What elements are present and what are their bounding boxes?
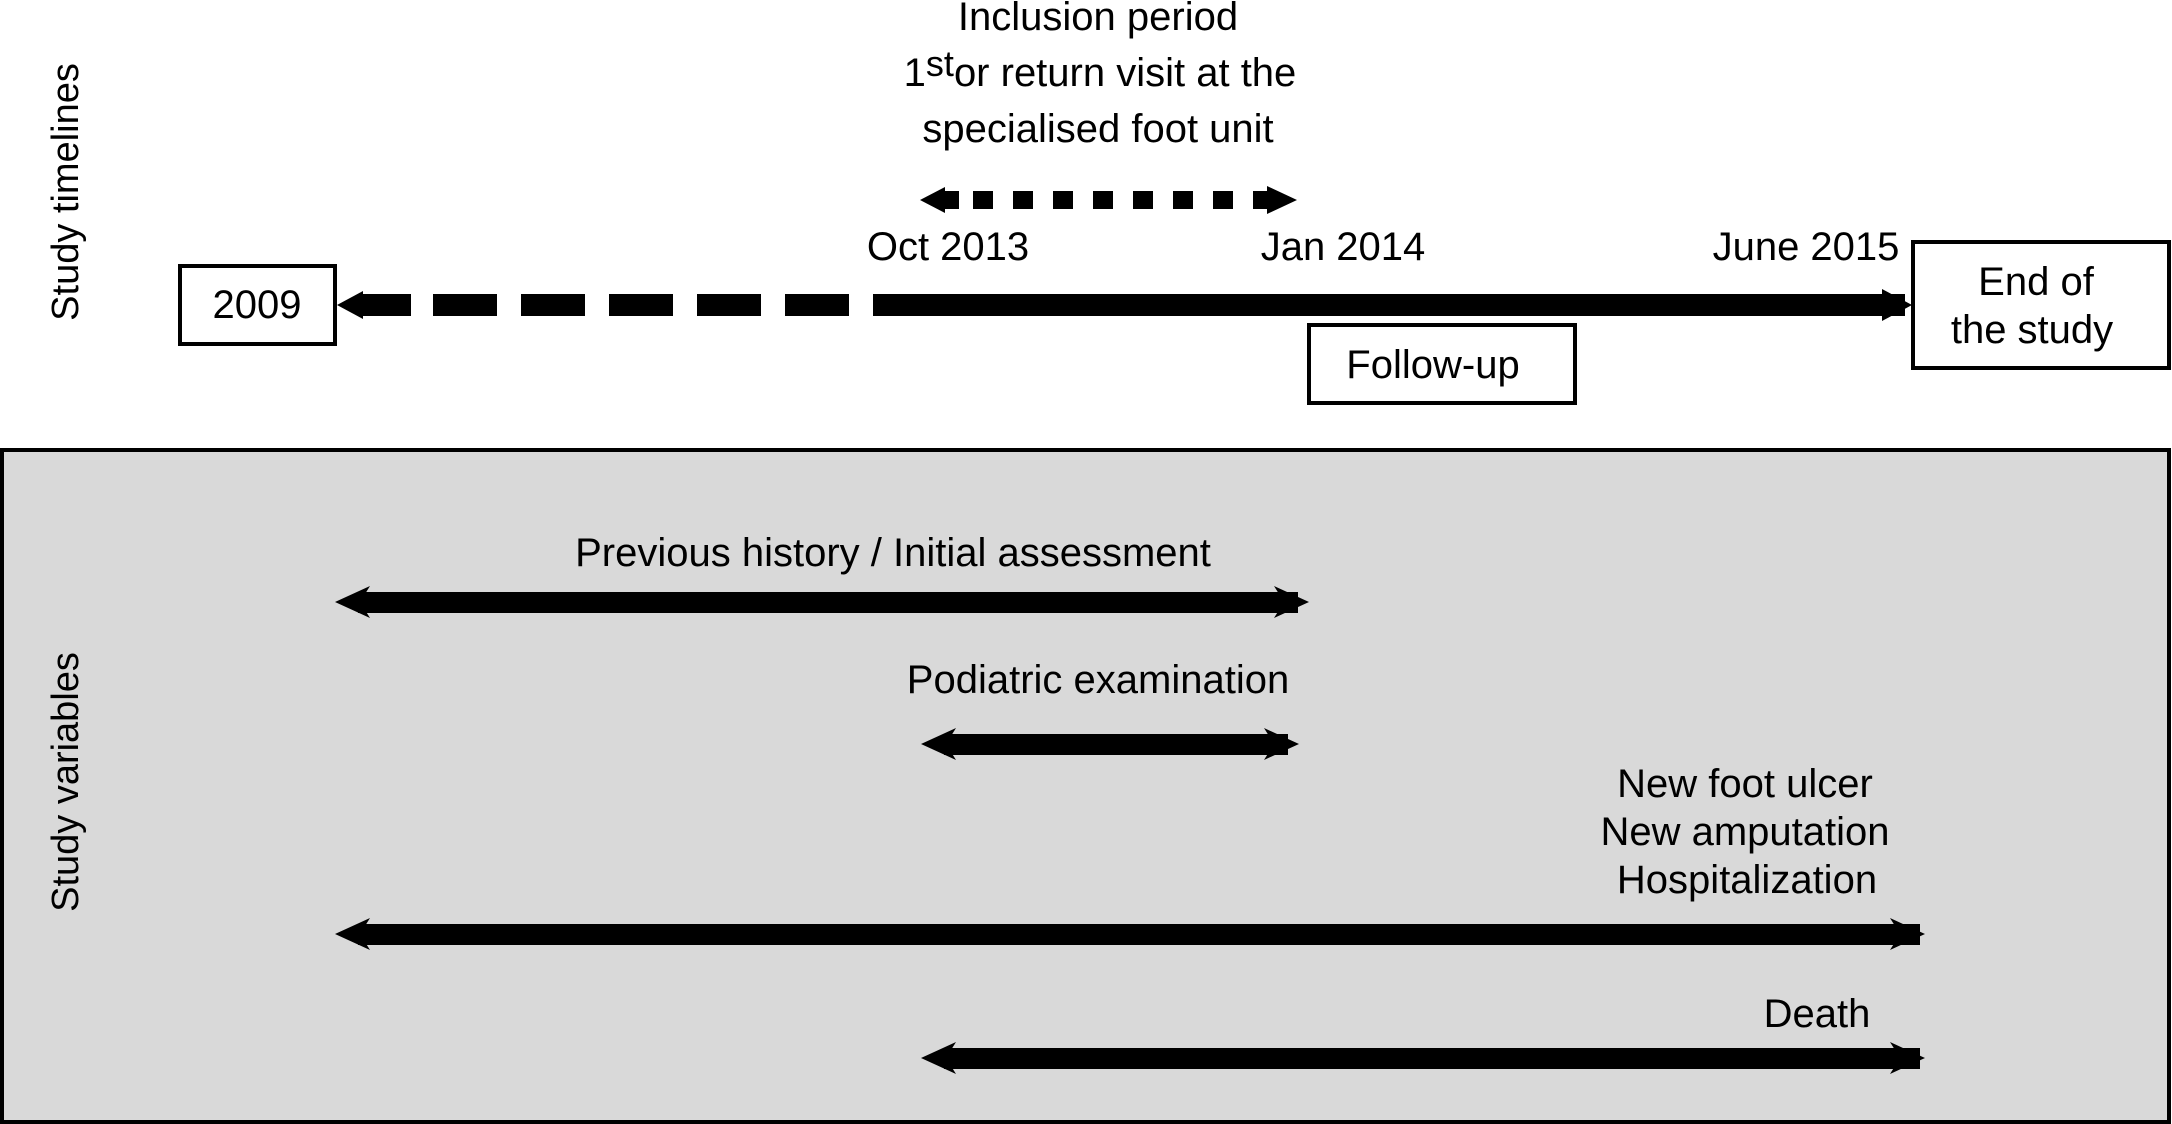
retrospective-timeline <box>337 291 920 319</box>
follow-up-label: Follow-up <box>1346 343 1519 387</box>
podiatric-arrow <box>921 728 1299 760</box>
outcome-hospitalization: Hospitalization <box>1617 858 1877 902</box>
prospective-timeline <box>920 289 1912 321</box>
inclusion-dash <box>1093 191 1113 209</box>
inclusion-unit-line: specialised foot unit <box>922 107 1273 151</box>
outcome-new-amputation: New amputation <box>1600 810 1889 854</box>
podiatric-arrow-right-head <box>1264 728 1299 760</box>
death-arrow-shaft <box>944 1048 1920 1069</box>
inclusion-dash <box>1173 191 1193 209</box>
history-arrow <box>335 586 1309 618</box>
inclusion-visit-rest: or return visit at the <box>954 51 1296 95</box>
inclusion-visit-prefix: 1 <box>904 51 926 95</box>
date-jan-2014: Jan 2014 <box>1261 225 1426 269</box>
inclusion-dash <box>1133 191 1153 209</box>
study-variables-panel <box>0 448 2171 1124</box>
podiatric-arrow-shaft <box>944 734 1288 755</box>
timeline-dash <box>873 294 920 316</box>
inclusion-arrow-left-head <box>920 187 945 213</box>
outcomes-arrow-shaft <box>358 924 1920 945</box>
timeline-dash <box>609 294 673 316</box>
end-of-study-line1: End of <box>1978 260 2095 304</box>
start-year-label: 2009 <box>213 283 302 327</box>
inclusion-visit-superscript: st <box>926 43 954 84</box>
date-june-2015: June 2015 <box>1713 225 1900 269</box>
inclusion-dash <box>945 191 959 209</box>
outcomes-arrow-right-head <box>1890 918 1925 950</box>
inclusion-visit-line: 1stor return visit at the <box>904 43 1297 95</box>
timeline-dash <box>433 294 497 316</box>
inclusion-dash <box>1013 191 1033 209</box>
timelines-section-label: Study timelines <box>45 63 87 321</box>
podiatric-label: Podiatric examination <box>907 658 1289 702</box>
end-of-study-line2: the study <box>1951 308 2113 352</box>
inclusion-period-arrow <box>920 186 1297 214</box>
outcome-new-foot-ulcer: New foot ulcer <box>1617 762 1873 806</box>
variables-section-label: Study variables <box>45 652 87 912</box>
outcomes-arrow <box>335 918 1925 950</box>
date-oct-2013: Oct 2013 <box>867 225 1029 269</box>
timeline-dash <box>697 294 761 316</box>
history-label: Previous history / Initial assessment <box>575 531 1211 575</box>
history-arrow-shaft <box>358 592 1298 613</box>
death-label: Death <box>1764 992 1871 1036</box>
end-of-study-box <box>1911 240 2171 370</box>
inclusion-arrow-right-head <box>1267 186 1297 214</box>
inclusion-dash <box>973 191 993 209</box>
start-year-box <box>178 264 337 346</box>
inclusion-dash <box>1253 191 1267 209</box>
inclusion-dash <box>1053 191 1073 209</box>
history-arrow-right-head <box>1274 586 1309 618</box>
timeline-dash <box>785 294 849 316</box>
timeline-dash <box>363 294 411 316</box>
death-arrow <box>921 1042 1925 1074</box>
timeline-solid-line <box>920 294 1905 316</box>
timeline-dash <box>521 294 585 316</box>
follow-up-box <box>1307 323 1577 405</box>
inclusion-dash <box>1213 191 1233 209</box>
inclusion-period-title: Inclusion period <box>958 0 1238 39</box>
timeline-left-arrowhead <box>337 291 363 319</box>
death-arrow-right-head <box>1890 1042 1925 1074</box>
timeline-right-arrowhead <box>1882 289 1912 321</box>
